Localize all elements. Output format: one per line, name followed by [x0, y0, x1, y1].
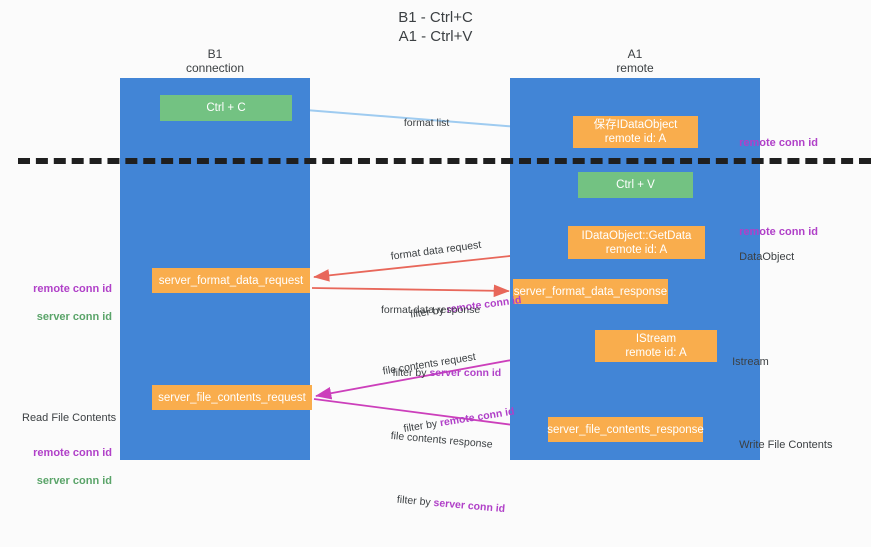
node-idataobject[interactable]: 保存IDataObject remote id: A	[573, 116, 698, 148]
annotation-remote-conn-id-top: remote conn id	[733, 122, 818, 150]
column-header-a1: A1 remote	[616, 47, 654, 75]
node-idataobject-getdata[interactable]: IDataObject::GetData remote id: A	[568, 226, 705, 259]
flow-label-format-data-response-text: format data response	[381, 304, 481, 316]
node-server-format-data-request[interactable]: server_format_data_request	[152, 268, 310, 293]
phase-divider	[18, 158, 871, 164]
annotation-conn-ids-upper: remote conn id server conn id	[22, 268, 112, 324]
arrow-format-data-response	[311, 284, 510, 298]
flow-label-file-contents-request-text: file contents request	[381, 350, 477, 378]
node-istream[interactable]: IStream remote id: A	[595, 330, 717, 362]
flow-label-format-list-text: format list	[403, 117, 450, 129]
annotation-remote-conn-id-text: remote conn id	[739, 137, 818, 149]
node-ctrl-v[interactable]: Ctrl + V	[578, 172, 693, 198]
annotation-server-conn-id-text: server conn id	[36, 475, 112, 487]
flow-label-format-data-response: format data response filter by server co…	[381, 273, 501, 411]
arrow-file-contents-response	[313, 398, 545, 434]
annotation-remote-conn-id-text: remote conn id	[33, 283, 112, 295]
flow-label-format-data-request-text: format data request	[390, 238, 482, 263]
node-server-format-data-response[interactable]: server_format_data_response	[513, 279, 668, 304]
annotation-server-conn-id-text: server conn id	[36, 311, 112, 323]
flow-label-file-contents-response-text: file contents response	[390, 429, 494, 451]
flow-label-file-contents-response-filter: filter by server conn id	[396, 493, 506, 516]
annotation-istream: Istream	[726, 341, 769, 369]
node-ctrl-c[interactable]: Ctrl + C	[160, 95, 292, 121]
annotation-remote-conn-id-middle: remote conn id	[733, 211, 818, 239]
annotation-istream-text: Istream	[732, 356, 769, 368]
annotation-dataobject: DataObject	[733, 236, 794, 264]
flow-label-file-contents-response: file contents response filter by server …	[382, 399, 514, 547]
diagram-title: B1 - Ctrl+C A1 - Ctrl+V	[398, 9, 473, 45]
annotation-read-file-contents-block: Read File Contents remote conn id server…	[22, 383, 117, 488]
annotation-write-file-contents: Write File Contents	[733, 424, 832, 452]
annotation-remote-conn-id-text: remote conn id	[739, 226, 818, 238]
annotation-remote-conn-id-text: remote conn id	[33, 447, 112, 459]
node-server-file-contents-request[interactable]: server_file_contents_request	[152, 385, 312, 410]
node-server-file-contents-response[interactable]: server_file_contents_response	[547, 417, 704, 442]
flow-label-format-list: format list	[398, 101, 450, 131]
annotation-read-file-contents-text: Read File Contents	[22, 412, 117, 424]
annotation-write-file-contents-text: Write File Contents	[739, 439, 833, 451]
flow-label-format-data-response-filter: filter by server conn id	[392, 367, 502, 379]
column-header-b1: B1 connection	[185, 47, 245, 75]
annotation-dataobject-text: DataObject	[739, 251, 795, 263]
